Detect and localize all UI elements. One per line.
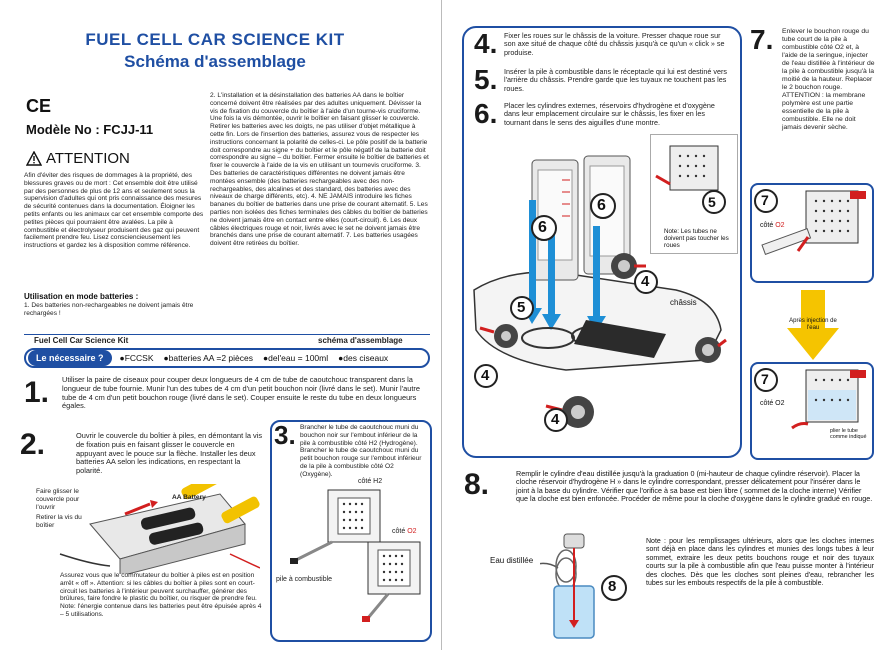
requirement-item: del'eau = 100ml xyxy=(263,353,328,363)
battery-use-title: Utilisation en mode batteries : xyxy=(24,292,139,301)
after-injection-illustration xyxy=(754,368,866,430)
step-4-text: Fixer les roues sur le châssis de la voi… xyxy=(504,31,725,57)
cote-h2-label: côté H2 xyxy=(358,478,383,485)
fuel-cell-illustration xyxy=(290,489,421,622)
car-assembly-illustration xyxy=(473,155,727,432)
attention-label: ATTENTION xyxy=(46,150,130,167)
callout-7-bottom: 7 xyxy=(761,371,769,387)
step-2-notes: Assurez vous que le commutateur du boîti… xyxy=(60,572,262,618)
requirements-box: Le nécessaire ? FCCSK batteries AA =2 pi… xyxy=(24,348,430,368)
step-4-number: 4. xyxy=(474,28,498,59)
callout-4-left: 4 xyxy=(481,367,490,384)
chassis-label: châssis xyxy=(670,298,697,307)
step-6-text: Placer les cylindres externes, réservoir… xyxy=(504,101,715,127)
distilled-water-label: Eau distillée xyxy=(490,556,534,565)
callout-6-right: 6 xyxy=(597,197,606,214)
callout-4-top: 4 xyxy=(641,273,650,290)
remove-screw-label: Retirer la vis du boîtier xyxy=(36,514,82,529)
warning-text: Afin d'éviter des risques de dommages à … xyxy=(24,172,204,250)
section-left-title: Fuel Cell Car Science Kit xyxy=(34,336,129,345)
steps-4-6-box xyxy=(462,26,742,458)
pinch-tube-label: plier le tube comme indiqué xyxy=(830,428,867,441)
cote-o2-label: côté O2 xyxy=(392,528,417,535)
battery-label: AA Battery xyxy=(172,494,206,501)
requirements-label: Le nécessaire ? xyxy=(28,350,112,366)
requirement-item: FCCSK xyxy=(120,353,154,363)
requirement-item: batteries AA =2 pièces xyxy=(164,353,253,363)
step-3-text: Brancher le tube de caoutchouc muni du b… xyxy=(300,424,422,478)
callout-5-chassis: 5 xyxy=(517,299,526,316)
slide-cover-label: Faire glisser le couvercle pour l'ouvrir xyxy=(36,488,80,511)
battery-use-text: 1. Des batteries non-rechargeables ne do… xyxy=(24,302,194,317)
kit-subtitle: Schéma d'assemblage xyxy=(124,52,306,71)
step-3-box xyxy=(270,420,432,642)
callout-4-bottom: 4 xyxy=(551,411,560,428)
step-7-text: Enlever le bouchon rouge du tube court d… xyxy=(782,28,875,131)
callout-5-note: 5 xyxy=(708,194,716,210)
step-1-number: 1. xyxy=(24,376,50,409)
step-6-number: 6. xyxy=(474,98,498,129)
fuel-cell-label: pile à combustible xyxy=(276,576,333,583)
distilled-water-illustration xyxy=(540,533,627,639)
step-7-after-box xyxy=(750,362,874,460)
cote-o2-before: côté O2 xyxy=(760,222,785,229)
tube-detail-illustration xyxy=(655,145,726,214)
step-8-number: 8. xyxy=(464,468,490,501)
ce-mark: CE xyxy=(26,96,52,116)
step-8-text: Remplir le cylindre d'eau distillée jusq… xyxy=(516,469,873,504)
syringe-illustration xyxy=(754,189,866,256)
attention-heading: ATTENTION xyxy=(26,150,130,167)
battery-instructions: 2. L'installation et la désinstallation … xyxy=(210,92,429,248)
callout-8: 8 xyxy=(608,578,617,595)
step-2-text: Ouvrir le couvercle du boîtier à piles, … xyxy=(76,431,263,476)
requirement-item: des ciseaux xyxy=(338,353,388,363)
battery-box-illustration xyxy=(59,484,260,574)
step-1-text: Utiliser la paire de ciseaux pour couper… xyxy=(62,375,420,411)
step-2-number: 2. xyxy=(20,428,46,461)
callout-7-top: 7 xyxy=(761,192,769,208)
kit-title: FUEL CELL CAR SCIENCE KIT xyxy=(85,30,345,49)
step-7-before-box xyxy=(750,183,874,283)
step-7-number: 7. xyxy=(750,24,774,55)
requirements-list: FCCSK batteries AA =2 pièces del'eau = 1… xyxy=(120,353,388,363)
step-5-text: Insérer la pile à combustible dans le ré… xyxy=(504,67,727,93)
step-3-number: 3. xyxy=(274,420,296,450)
step-5-number: 5. xyxy=(474,64,498,95)
callout-6-left: 6 xyxy=(538,219,547,236)
section-rule xyxy=(24,334,430,335)
section-right-title: schéma d'assemblage xyxy=(318,336,403,345)
cote-o2-after: côté O2 xyxy=(760,400,785,407)
refill-note: Note : pour les remplissages ultérieurs,… xyxy=(646,538,874,588)
warning-triangle-icon xyxy=(26,151,42,166)
tube-note-text: Note: Les tubes ne doivent pas toucher l… xyxy=(664,228,729,250)
after-injection-label: Après injection de l'eau xyxy=(789,318,837,331)
page-divider xyxy=(441,0,442,650)
model-number: Modèle No : FCJJ-11 xyxy=(26,122,154,137)
down-arrow-icon xyxy=(787,290,839,360)
